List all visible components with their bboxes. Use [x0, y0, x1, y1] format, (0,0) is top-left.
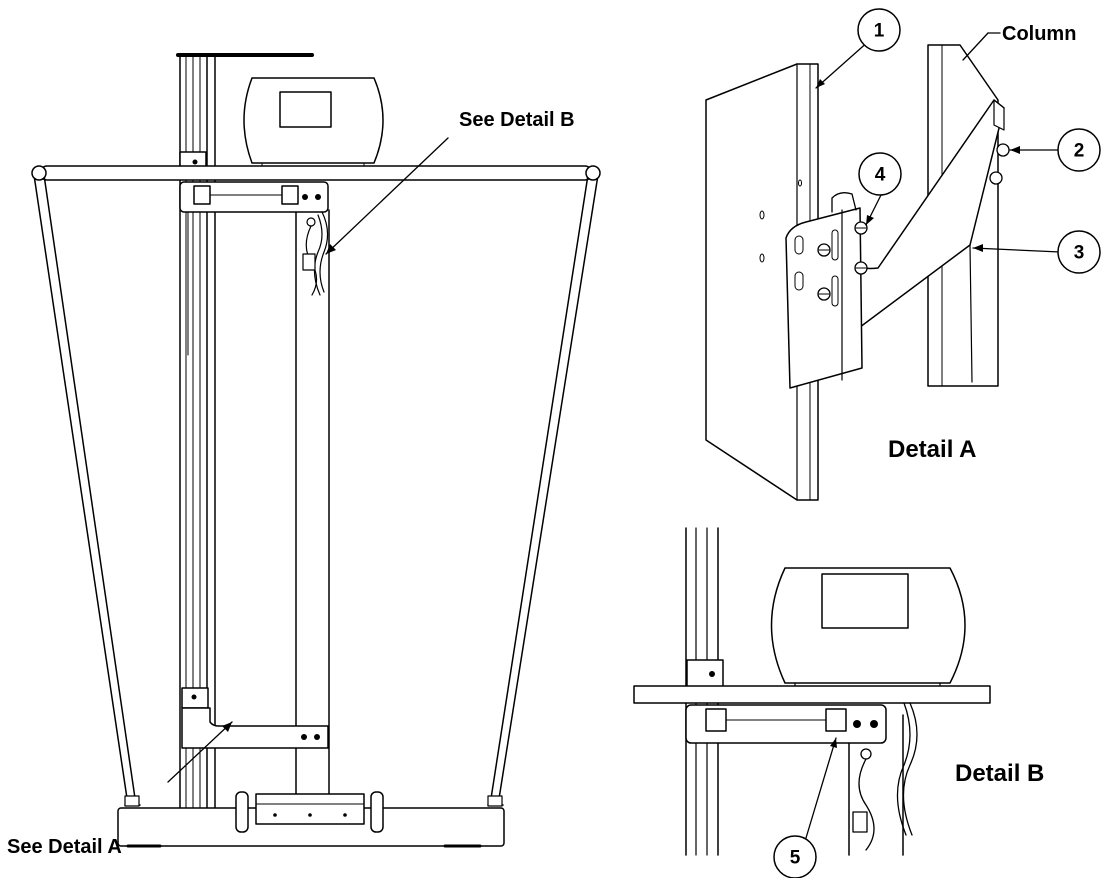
see-detail-b-label: See Detail B [459, 109, 575, 131]
callout-1: 1 [857, 8, 901, 52]
callout-2: 2 [1057, 128, 1101, 172]
main-base [117, 791, 505, 848]
detail-b-view [633, 527, 991, 856]
column-label: Column [1002, 23, 1076, 45]
detail-b-label: Detail B [955, 760, 1044, 787]
callout-4: 4 [858, 152, 902, 196]
callout-4-number: 4 [875, 165, 886, 186]
main-lower-bracket [181, 687, 329, 749]
main-cable [302, 211, 329, 296]
detail-a-label: Detail A [888, 436, 976, 463]
callout-1-number: 1 [874, 21, 885, 42]
callout-5-number: 5 [790, 848, 801, 869]
main-display-head [243, 77, 384, 170]
callout-3: 3 [1057, 230, 1101, 274]
detail-a-screws [817, 143, 1010, 301]
main-handrail [31, 165, 601, 806]
see-detail-a-label: See Detail A [7, 836, 122, 858]
callout-2-number: 2 [1074, 141, 1085, 162]
callout-3-number: 3 [1074, 243, 1085, 264]
main-upper-bracket [179, 181, 329, 213]
main-view [31, 53, 601, 848]
callout-5: 5 [773, 835, 817, 878]
detail-a-view [705, 32, 1061, 501]
